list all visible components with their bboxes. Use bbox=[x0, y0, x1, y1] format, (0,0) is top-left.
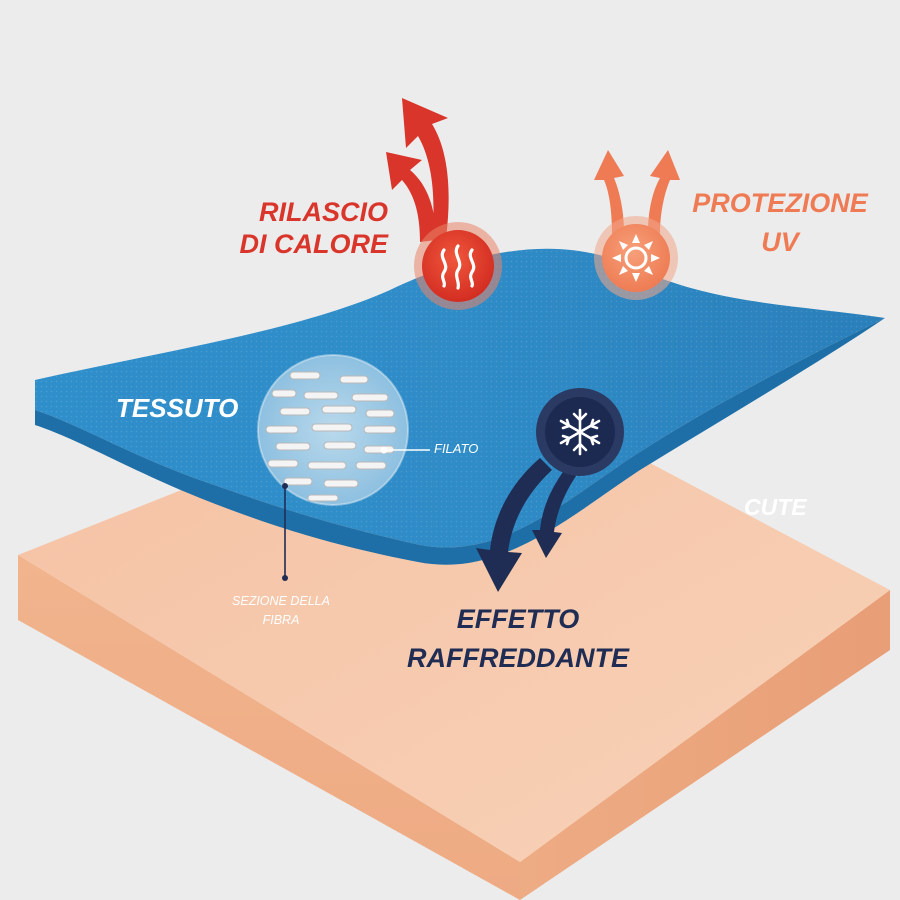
cooling-effect-line-1: EFFETTO bbox=[456, 604, 580, 634]
fiber-strands bbox=[265, 371, 397, 502]
cooling-effect-label: EFFETTO RAFFREDDANTE bbox=[388, 600, 648, 678]
fiber-section-pointer bbox=[282, 483, 288, 581]
skin-front-face bbox=[18, 555, 520, 900]
fabric-texture bbox=[35, 248, 885, 548]
heat-waves-icon bbox=[414, 222, 502, 310]
uv-protection-line-1: PROTEZIONE bbox=[692, 188, 868, 218]
snowflake-icon bbox=[559, 408, 601, 456]
yarn-label: FILATO bbox=[434, 441, 479, 456]
skin-right-face bbox=[520, 590, 890, 900]
fiber-section-line-2: FIBRA bbox=[262, 613, 300, 628]
uv-protection-label: PROTEZIONE UV bbox=[680, 184, 880, 262]
fabric-layer bbox=[35, 248, 885, 565]
filato-pointer bbox=[380, 446, 430, 454]
skin-label: CUTE bbox=[744, 494, 807, 520]
fiber-section-label: SEZIONE DELLA FIBRA bbox=[196, 592, 366, 631]
cooling-group bbox=[476, 388, 624, 592]
heat-arrow-tall bbox=[402, 98, 449, 238]
fabric-label: TESSUTO bbox=[116, 393, 239, 423]
cooling-arrows bbox=[476, 458, 576, 592]
cooling-arrow-large bbox=[476, 458, 552, 592]
uv-reflect-arrows bbox=[594, 150, 680, 234]
heat-release-line-1: RILASCIO bbox=[258, 197, 388, 227]
heat-release-line-2: DI CALORE bbox=[239, 229, 389, 260]
heat-arrow-short bbox=[386, 152, 436, 242]
uv-protection-group bbox=[594, 150, 680, 300]
sun-icon bbox=[612, 234, 660, 282]
heat-release-label: RILASCIO DI CALORE bbox=[228, 196, 389, 261]
fiber-section-line-1: SEZIONE DELLA bbox=[232, 594, 330, 608]
uv-protection-line-2: UV bbox=[761, 227, 799, 258]
cooling-effect-line-2: RAFFREDDANTE bbox=[407, 643, 629, 674]
fabric-edge bbox=[35, 318, 885, 565]
cooling-arrow-small bbox=[532, 468, 576, 558]
heat-release-arrows bbox=[386, 98, 449, 242]
fiber-section-lens bbox=[257, 354, 430, 581]
